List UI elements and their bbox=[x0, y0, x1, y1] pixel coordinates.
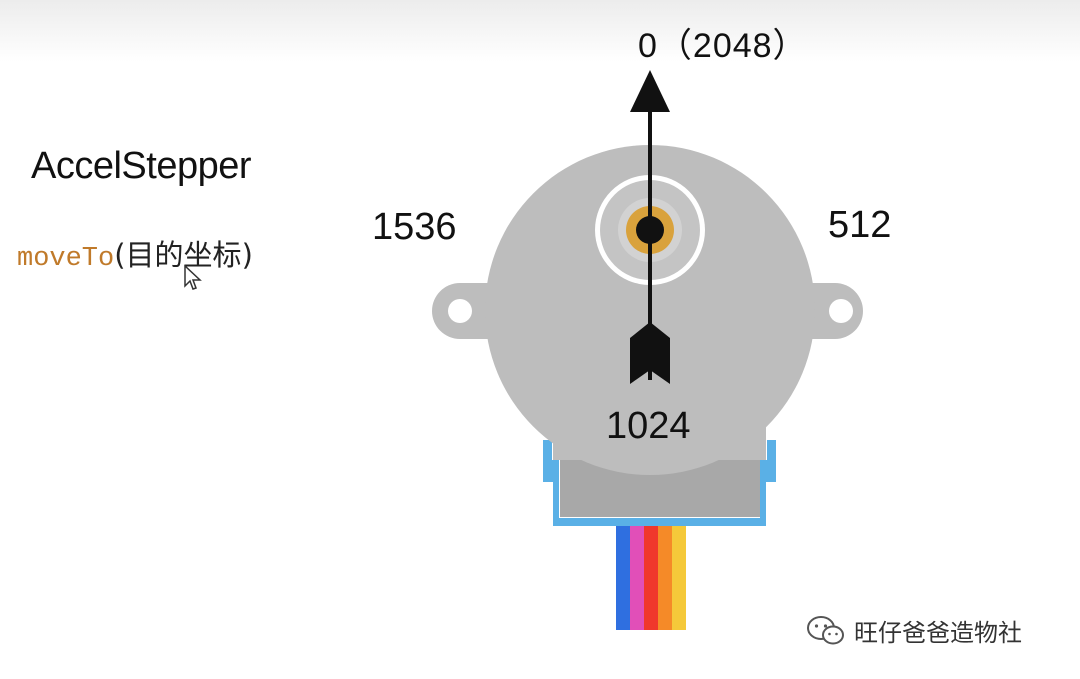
motor-body-lower bbox=[553, 420, 766, 460]
mounting-hole-right bbox=[829, 299, 853, 323]
pointer-fletching-icon bbox=[630, 322, 670, 384]
motor-wires bbox=[616, 525, 686, 630]
wechat-icon bbox=[807, 615, 844, 644]
position-label-top: 0（2048） bbox=[638, 27, 808, 65]
page-title: AccelStepper bbox=[31, 145, 252, 187]
position-pointer bbox=[630, 70, 670, 384]
close-paren: ) bbox=[241, 238, 253, 272]
wire-pink bbox=[630, 525, 644, 630]
wire-blue bbox=[616, 525, 630, 630]
wire-red bbox=[644, 525, 658, 630]
pointer-head-icon bbox=[630, 70, 670, 112]
watermark-text: 旺仔爸爸造物社 bbox=[854, 619, 1022, 647]
position-label-left: 1536 bbox=[372, 206, 457, 248]
position-label-right: 512 bbox=[828, 204, 892, 246]
wire-yellow bbox=[672, 525, 686, 630]
wire-orange bbox=[658, 525, 672, 630]
mouse-cursor-icon bbox=[184, 264, 202, 290]
function-name: moveTo bbox=[17, 244, 115, 274]
function-argument: 目的坐标 bbox=[125, 238, 242, 272]
open-paren: ( bbox=[114, 238, 126, 272]
code-snippet: moveTo(目的坐标) bbox=[17, 232, 253, 274]
watermark: 旺仔爸爸造物社 bbox=[806, 613, 1022, 648]
mounting-hole-left bbox=[448, 299, 472, 323]
top-bar bbox=[0, 0, 1080, 62]
position-label-bottom: 1024 bbox=[606, 405, 691, 447]
